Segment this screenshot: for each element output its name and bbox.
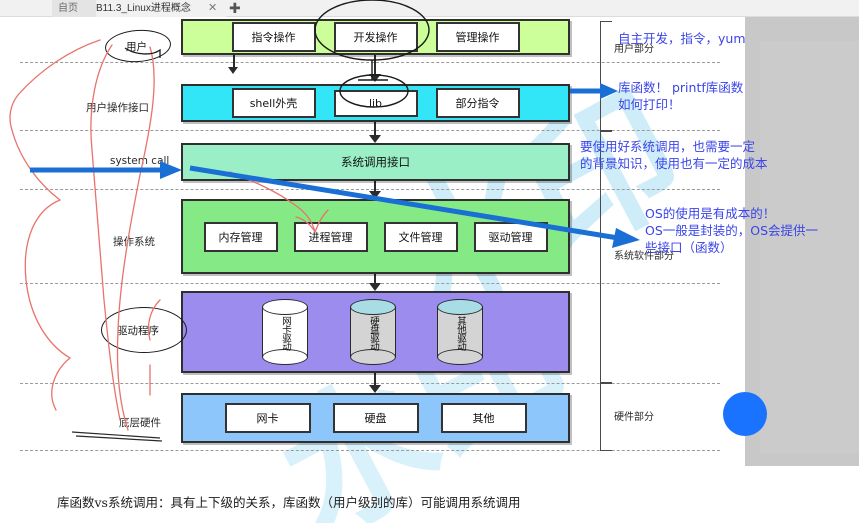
- label-hardware-part: 硬件部分: [614, 412, 654, 423]
- layer-user-interface: shell外壳 lib 部分指令: [181, 84, 570, 122]
- cylinder-label: 其他驱动: [455, 316, 466, 350]
- cylinder-top: [350, 299, 396, 315]
- label-operating-system: 操作系统: [113, 236, 155, 248]
- box-nic[interactable]: 网卡: [224, 403, 311, 433]
- tab-linux-process[interactable]: B11.3_Linux进程概念: [96, 0, 226, 17]
- label-user-part: 用户部分: [614, 44, 654, 55]
- new-tab-icon[interactable]: ✚: [229, 0, 241, 16]
- box-driver-management[interactable]: 驱动管理: [473, 221, 548, 252]
- label-system-call: system call: [110, 155, 170, 167]
- cylinder-disk-driver[interactable]: 硬盘驱动: [350, 299, 396, 365]
- connector-drv-to-hw-head: [369, 385, 381, 393]
- connector-os-to-drv: [374, 274, 376, 286]
- cylinder-label: 网卡驱动: [280, 316, 291, 350]
- bracket-system-software-part: [600, 131, 612, 383]
- cylinder-bottom: [262, 349, 308, 365]
- box-other[interactable]: 其他: [440, 403, 527, 433]
- layer-hardware: 网卡 硬盘 其他: [181, 393, 570, 443]
- note-dev-yum: 自主开发，指令，yum: [618, 31, 746, 46]
- note-libfunc: 库函数！ printf库函数 如何打印！: [618, 80, 744, 112]
- connector-user-to-iface: [233, 55, 235, 69]
- separator-2: [20, 130, 720, 131]
- cylinder-top: [437, 299, 483, 315]
- bracket-hardware-part: [600, 383, 612, 451]
- box-memory-management[interactable]: 内存管理: [203, 221, 278, 252]
- box-lib[interactable]: lib: [333, 89, 418, 117]
- connector-iface-to-sys: [374, 122, 376, 137]
- note-syscall-cost: 要使用好系统调用，也需要一定 的背景知识，使用也有一定的成本: [580, 139, 768, 171]
- label-user: 用户: [126, 41, 147, 53]
- side-panel: [723, 17, 859, 466]
- separator-6: [20, 450, 720, 451]
- connector-os-to-drv-head: [369, 283, 381, 291]
- cylinder-bottom: [350, 349, 396, 365]
- browser-tab-bar: 自页 B11.3_Linux进程概念 ✕ ✚: [0, 0, 859, 17]
- label-bottom-hardware: 底层硬件: [119, 417, 161, 429]
- cylinder-body: [437, 307, 483, 357]
- connector-iface-to-sys-head: [369, 135, 381, 143]
- separator-1: [20, 62, 720, 63]
- bracket-user-part: [600, 21, 612, 131]
- connector-dev-to-lib: [374, 55, 376, 76]
- box-file-management[interactable]: 文件管理: [383, 221, 458, 252]
- cylinder-top: [262, 299, 308, 315]
- cylinder-other-driver[interactable]: 其他驱动: [437, 299, 483, 365]
- page-caption: 库函数vs系统调用：具有上下级的关系，库函数（用户级别的库）可能调用系统调用: [57, 495, 521, 510]
- layer-user: 指令操作 开发操作 管理操作: [181, 19, 570, 55]
- layer-os: 内存管理 进程管理 文件管理 驱动管理: [181, 199, 570, 274]
- cylinder-nic-driver[interactable]: 网卡驱动: [262, 299, 308, 365]
- connector-user-to-iface-head: [228, 67, 238, 74]
- label-system-software-part: 系统软件部分: [614, 251, 674, 262]
- cylinder-label: 硬盘驱动: [368, 316, 379, 350]
- close-icon[interactable]: ✕: [208, 2, 218, 14]
- separator-5: [20, 383, 720, 384]
- cylinder-bottom: [437, 349, 483, 365]
- box-management-ops[interactable]: 管理操作: [435, 22, 520, 52]
- separator-3: [20, 189, 720, 190]
- label-user-interface: 用户操作接口: [86, 102, 149, 114]
- side-panel-inner: [760, 41, 859, 453]
- box-disk[interactable]: 硬盘: [332, 403, 419, 433]
- box-instruction-ops[interactable]: 指令操作: [231, 22, 316, 52]
- label-driver-program: 驱动程序: [117, 325, 159, 337]
- layer-syscall: 系统调用接口: [181, 143, 570, 181]
- box-shell[interactable]: shell外壳: [231, 88, 316, 118]
- floating-action-button[interactable]: [723, 392, 767, 436]
- box-partial-instructions[interactable]: 部分指令: [435, 88, 520, 118]
- box-development-ops[interactable]: 开发操作: [333, 22, 418, 52]
- connector-sys-to-os-head: [369, 191, 381, 199]
- box-process-management[interactable]: 进程管理: [293, 221, 368, 252]
- note-os-cost: OS的使用是有成本的！ OS一般是封装的，OS会提供一 些接口（函数）: [645, 206, 819, 255]
- connector-drv-to-hw: [374, 373, 376, 387]
- connector-dev-to-lib-head: [369, 74, 381, 82]
- box-syscall-interface[interactable]: 系统调用接口: [341, 157, 410, 169]
